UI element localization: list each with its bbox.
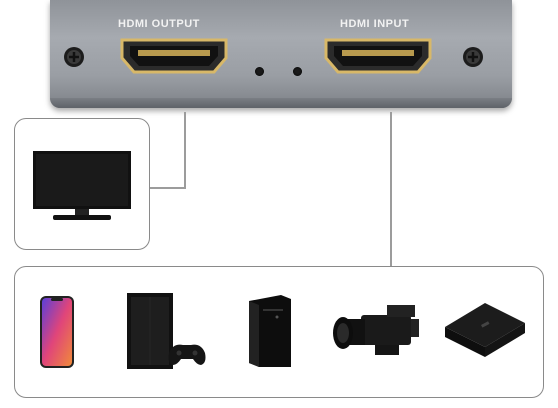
output-connector-line xyxy=(184,112,186,188)
output-connector-line-horizontal xyxy=(150,187,186,189)
right-screw-icon xyxy=(463,47,483,67)
left-screw-icon xyxy=(64,47,84,67)
led-indicator-2 xyxy=(293,67,302,76)
camcorder-icon xyxy=(333,305,419,355)
media-box-icon xyxy=(445,303,525,357)
output-device-box xyxy=(14,118,150,250)
input-devices-box xyxy=(14,266,544,398)
hdmi-device: HDMI OUTPUT HDMI INPUT xyxy=(50,0,512,108)
smartphone-icon xyxy=(40,296,74,368)
hdmi-output-port-icon xyxy=(120,38,228,74)
hdmi-output-label: HDMI OUTPUT xyxy=(118,18,200,30)
hdmi-input-label: HDMI INPUT xyxy=(340,18,410,30)
hdmi-input-port-icon xyxy=(324,38,432,74)
device-bevel xyxy=(50,98,512,108)
input-connector-line xyxy=(390,112,392,266)
game-console-icon xyxy=(127,293,206,369)
tv-icon xyxy=(33,151,131,220)
led-indicator-1 xyxy=(255,67,264,76)
pc-tower-icon xyxy=(249,295,291,367)
